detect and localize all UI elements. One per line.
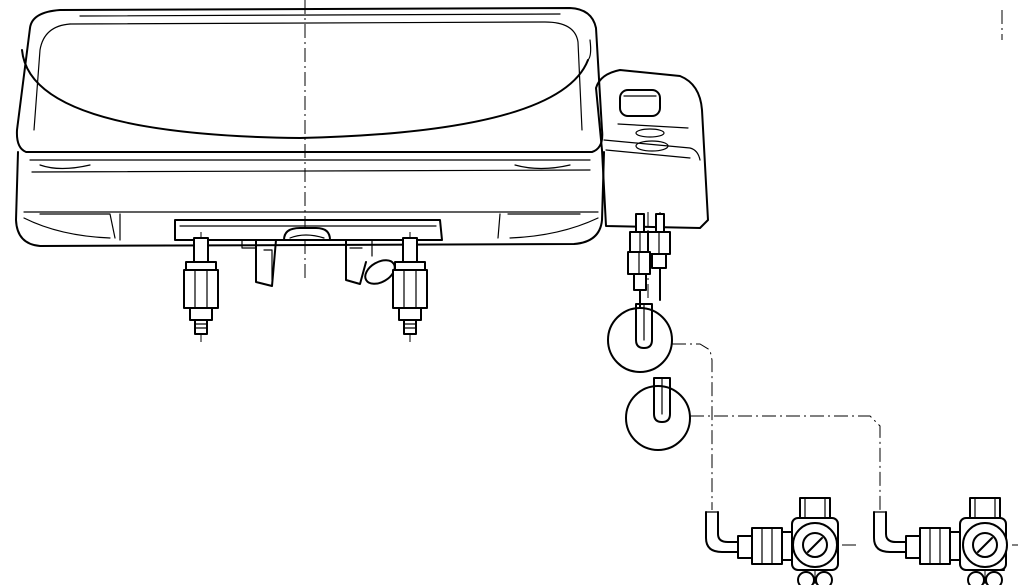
platter-inner-edge — [69, 21, 583, 131]
platter-outline — [15, 7, 604, 153]
clamp-disc-icon — [364, 259, 396, 285]
hex-nut-icon — [183, 269, 219, 309]
hex-nut-icon — [919, 527, 951, 565]
gas-fittings — [627, 213, 671, 313]
tube-loop-upper — [607, 303, 673, 373]
control-knob-icon — [619, 89, 661, 117]
scale-housing — [15, 7, 605, 247]
hex-nut-icon — [751, 527, 783, 565]
hex-nut-icon — [392, 269, 428, 309]
centerlines — [200, 0, 1018, 585]
shutoff-valve-right — [873, 497, 1008, 585]
housing-band — [15, 151, 605, 247]
shutoff-valve-left — [705, 497, 839, 585]
indicator-slot-icon — [635, 128, 665, 138]
leveling-foot-left — [183, 237, 219, 335]
tube-loop-lower — [625, 377, 691, 451]
center-bracket — [241, 227, 396, 287]
control-pod — [595, 69, 709, 229]
platter-curve — [21, 49, 589, 139]
leveling-foot-right — [392, 237, 428, 335]
base-plate — [174, 219, 443, 241]
